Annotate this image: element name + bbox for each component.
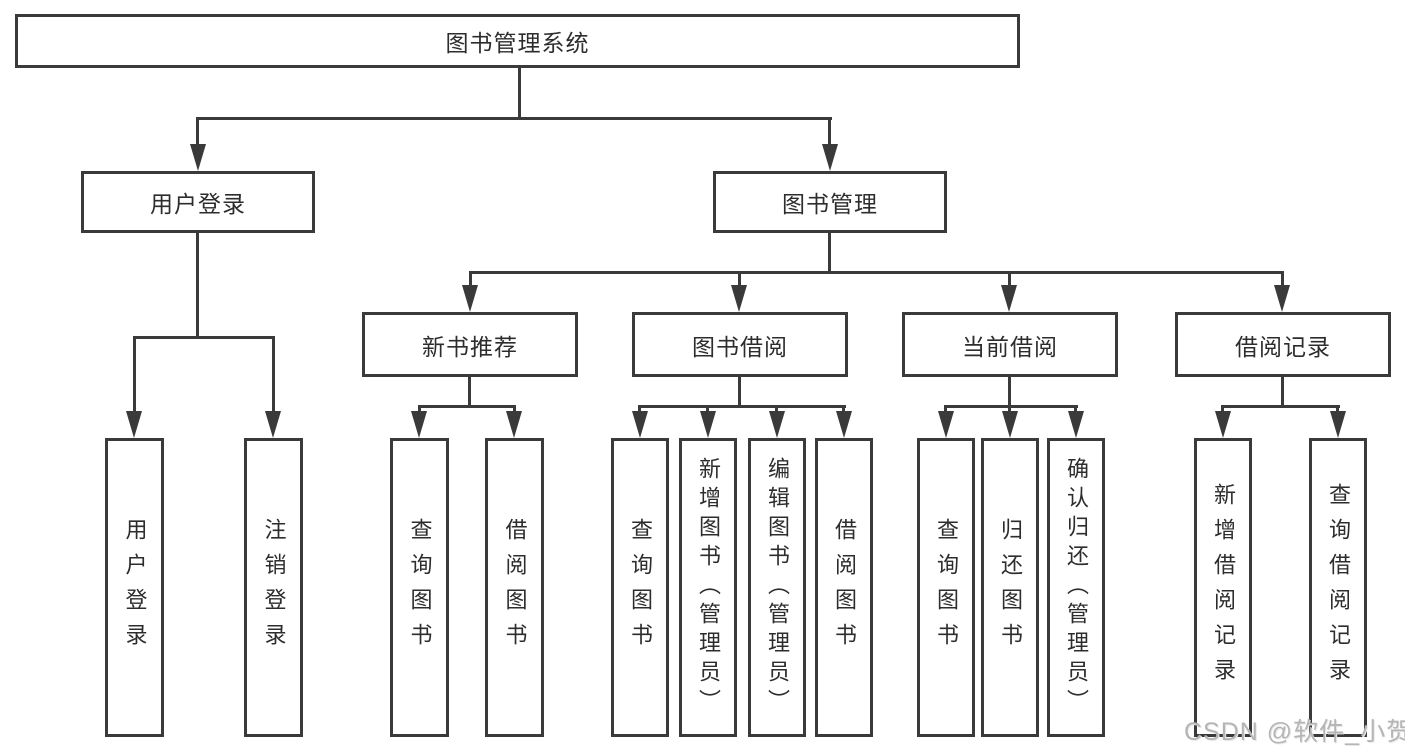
arrow-down-icon [1001, 285, 1017, 312]
node-label: 确认归还（管理员） [1064, 457, 1089, 718]
arrow-down-icon [411, 411, 427, 438]
node-label: 借阅图书 [832, 517, 857, 658]
node-leaf-query-books-borrow: 查询图书 [611, 438, 669, 737]
connector-line [196, 117, 832, 120]
node-label: 新书推荐 [422, 333, 518, 360]
node-label: 查询图书 [407, 517, 433, 658]
connector-line [842, 405, 845, 415]
connector-line [518, 68, 521, 120]
arrow-down-icon [265, 411, 281, 438]
connector-line [469, 271, 1284, 274]
connector-line [738, 377, 741, 408]
arrow-down-icon [462, 285, 478, 312]
node-leaf-query-books-current: 查询图书 [917, 438, 975, 737]
connector-line [1074, 405, 1077, 415]
connector-line [945, 405, 1078, 408]
node-leaf-confirm-return-admin: 确认归还（管理员） [1047, 438, 1105, 737]
arrow-down-icon [836, 411, 852, 438]
node-label: 查询图书 [628, 517, 653, 658]
node-label: 注销登录 [261, 517, 287, 658]
connector-line [133, 336, 136, 414]
arrow-down-icon [1215, 411, 1231, 438]
arrow-down-icon [126, 411, 142, 438]
connector-line [196, 233, 199, 339]
node-label: 用户登录 [150, 191, 246, 217]
node-label: 查询图书 [934, 517, 959, 658]
connector-line [1281, 271, 1284, 288]
node-book-borrow: 图书借阅 [632, 312, 848, 377]
watermark: CSDN @软件_小贺同学 [1184, 718, 1405, 746]
connector-line [1281, 377, 1284, 408]
node-leaf-edit-books-admin: 编辑图书（管理员） [748, 438, 806, 737]
connector-line [469, 271, 472, 288]
connector-line [272, 336, 275, 414]
connector-line [706, 405, 709, 415]
node-label: 图书借阅 [692, 333, 788, 360]
arrow-down-icon [1068, 411, 1084, 438]
node-label: 图书管理系统 [445, 30, 590, 56]
node-leaf-return-books: 归还图书 [981, 438, 1039, 737]
connector-line [1336, 405, 1339, 415]
node-leaf-query-books-recommend: 查询图书 [390, 438, 449, 737]
node-leaf-add-borrow-record: 新增借阅记录 [1194, 438, 1252, 737]
node-book-management: 图书管理 [713, 171, 947, 233]
node-label: 图书管理 [782, 191, 878, 217]
connector-line [1008, 377, 1011, 408]
connector-line [1008, 271, 1011, 288]
connector-line [196, 117, 199, 148]
arrow-down-icon [938, 411, 954, 438]
connector-line [133, 336, 275, 339]
node-user-login: 用户登录 [81, 171, 315, 233]
arrow-down-icon [190, 144, 206, 171]
node-label: 借阅图书 [502, 517, 528, 658]
node-leaf-user-login: 用户登录 [105, 438, 164, 737]
arrow-down-icon [1330, 411, 1346, 438]
connector-line [828, 117, 831, 148]
connector-line [418, 405, 516, 408]
connector-line [775, 405, 778, 415]
node-new-book-recommend: 新书推荐 [362, 312, 578, 377]
arrow-down-icon [731, 285, 747, 312]
arrow-down-icon [1274, 285, 1290, 312]
arrow-down-icon [506, 411, 522, 438]
connector-line [639, 405, 846, 408]
connector-line [1221, 405, 1224, 415]
connector-line [1222, 405, 1340, 408]
connector-line [513, 405, 516, 415]
node-leaf-borrow-books: 借阅图书 [815, 438, 873, 737]
connector-line [468, 377, 471, 408]
connector-line [418, 405, 421, 415]
connector-line [738, 271, 741, 288]
node-leaf-logout: 注销登录 [244, 438, 303, 737]
node-label: 新增图书（管理员） [696, 457, 721, 718]
arrow-down-icon [769, 411, 785, 438]
node-label: 新增借阅记录 [1211, 482, 1236, 693]
arrow-down-icon [1002, 411, 1018, 438]
connector-line [944, 405, 947, 415]
node-current-borrow: 当前借阅 [902, 312, 1118, 377]
node-leaf-add-books-admin: 新增图书（管理员） [679, 438, 737, 737]
node-label: 查询借阅记录 [1326, 482, 1351, 693]
node-leaf-query-borrow-record: 查询借阅记录 [1309, 438, 1367, 737]
node-label: 借阅记录 [1235, 333, 1331, 360]
connector-line [828, 233, 831, 274]
connector-line [1008, 405, 1011, 415]
arrow-down-icon [822, 144, 838, 171]
node-library-management-system: 图书管理系统 [15, 14, 1020, 68]
node-leaf-borrow-books-recommend: 借阅图书 [485, 438, 544, 737]
node-label: 编辑图书（管理员） [765, 457, 790, 718]
node-label: 用户登录 [122, 517, 148, 658]
arrow-down-icon [632, 411, 648, 438]
arrow-down-icon [700, 411, 716, 438]
connector-line [638, 405, 641, 415]
node-label: 当前借阅 [962, 333, 1058, 360]
node-borrow-records: 借阅记录 [1175, 312, 1391, 377]
node-label: 归还图书 [998, 517, 1023, 658]
